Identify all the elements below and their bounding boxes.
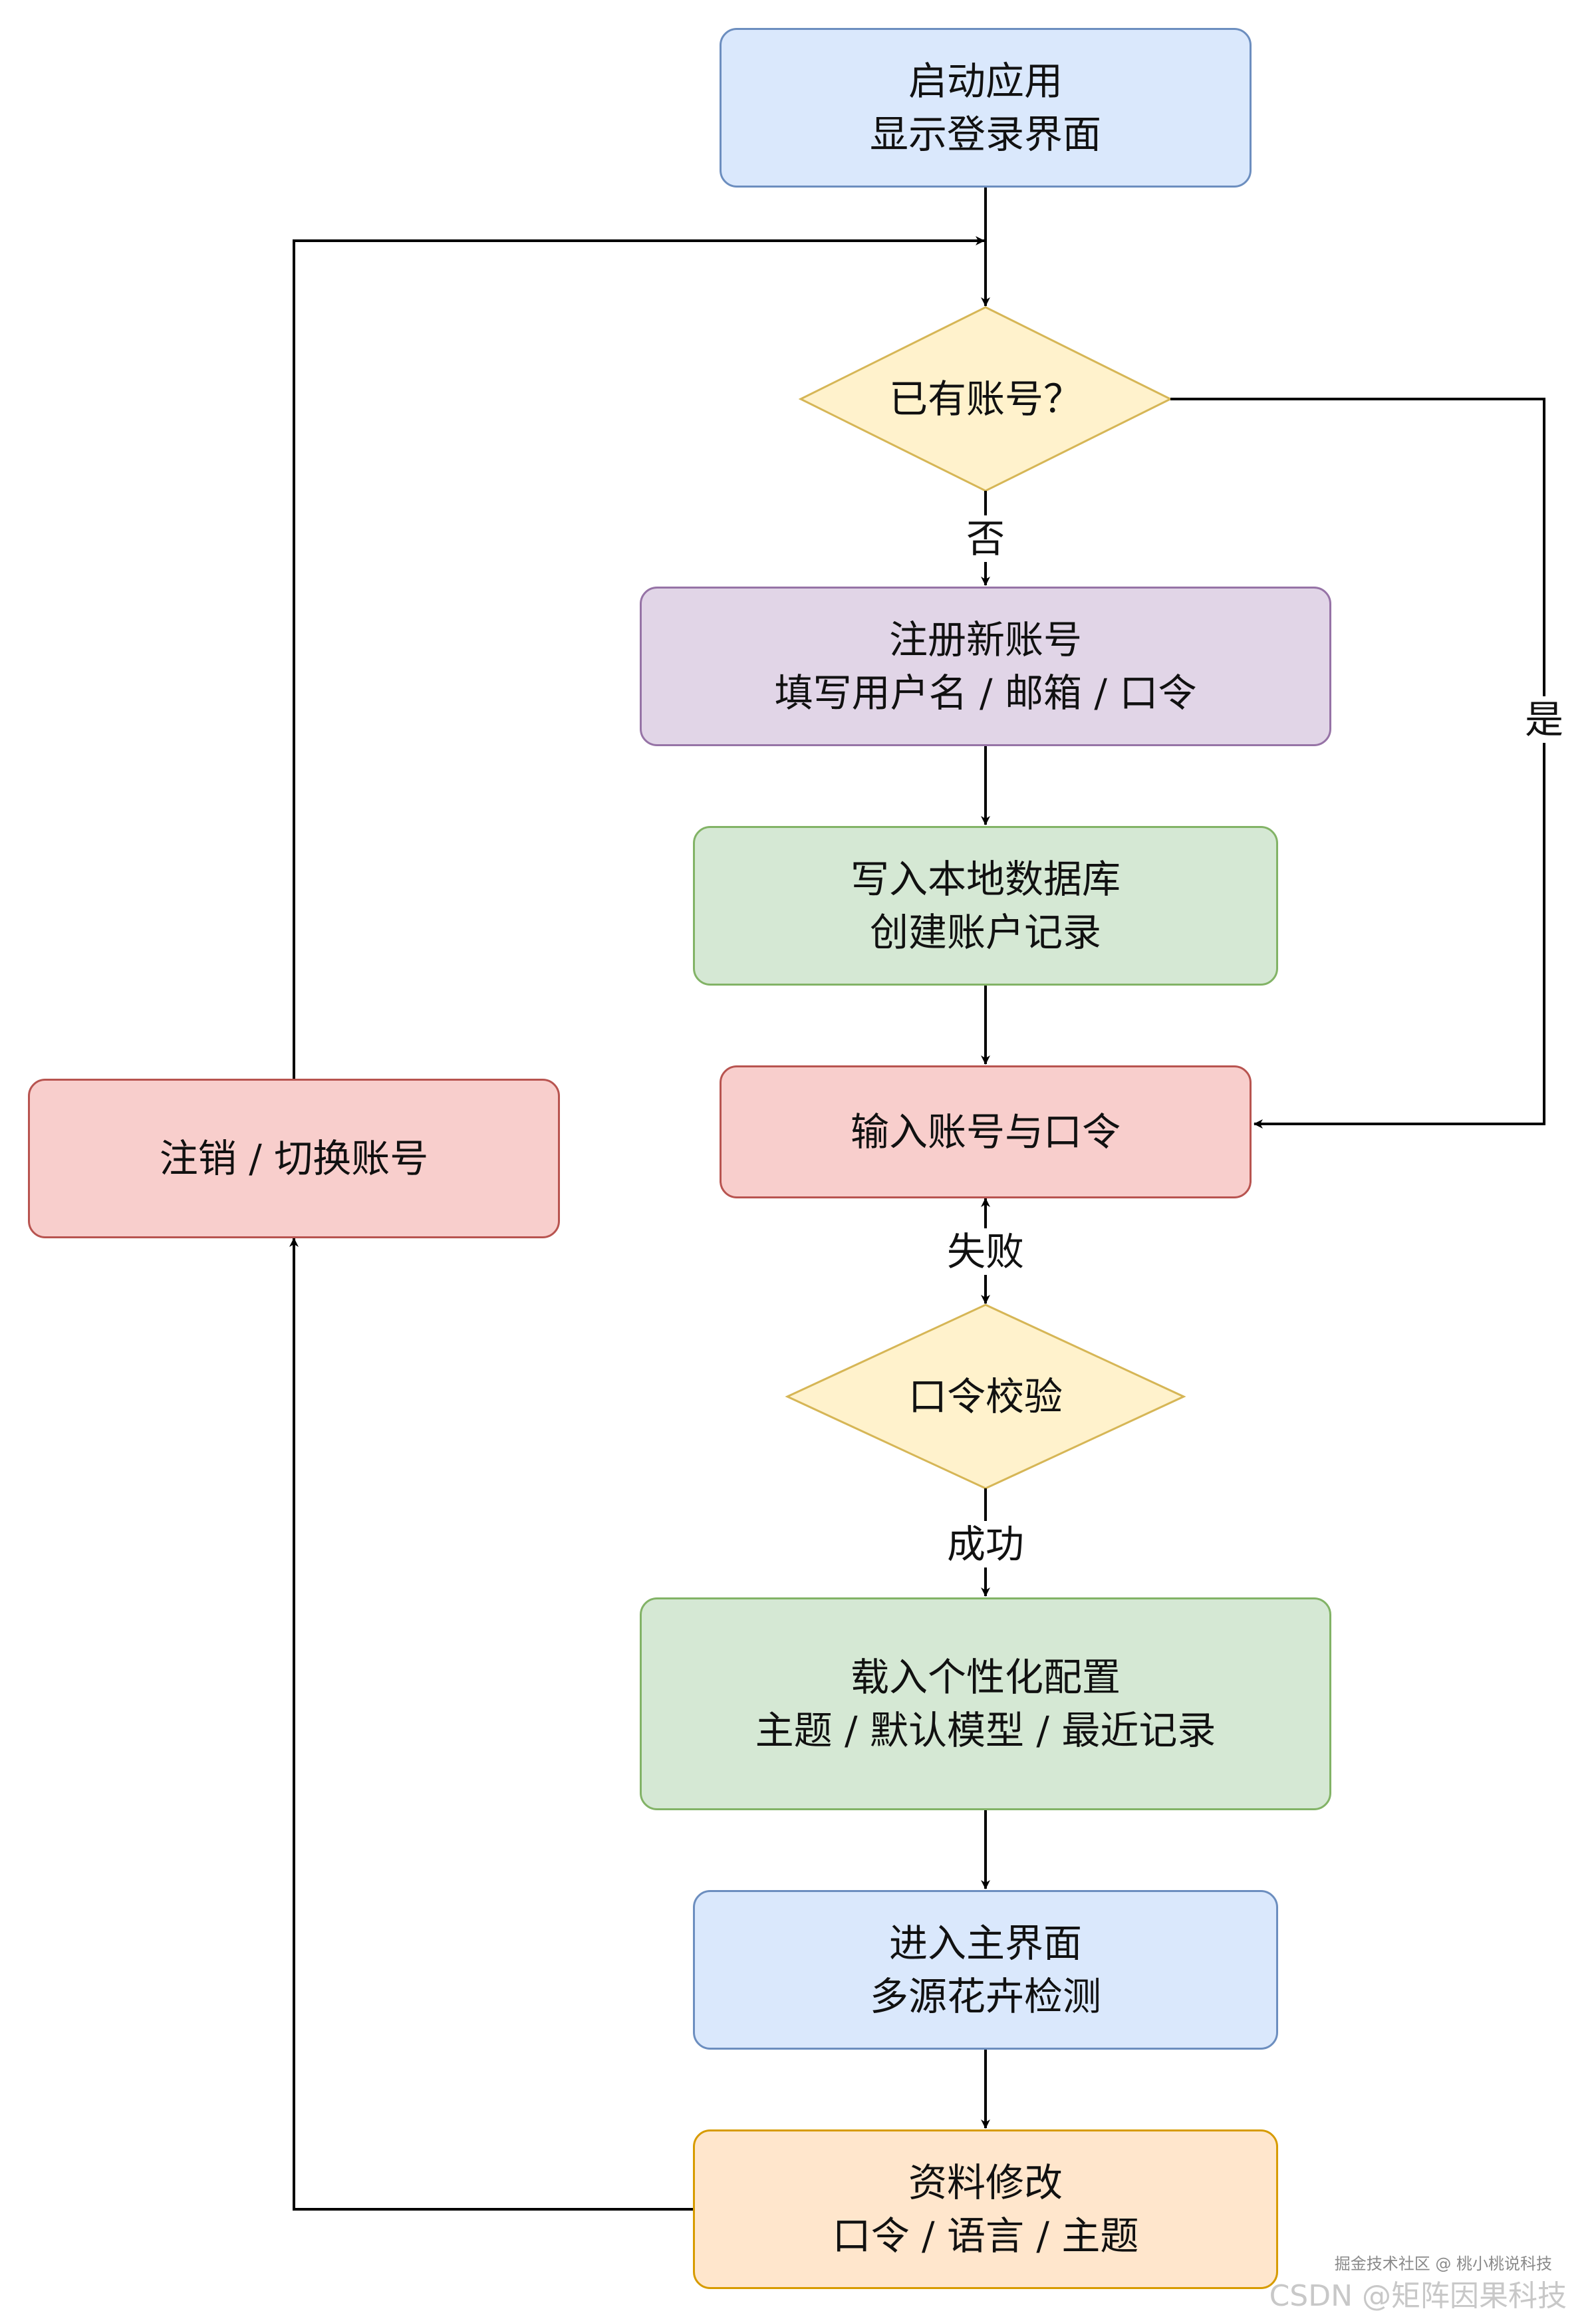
edge-logout-to-start: [293, 236, 985, 1079]
edge-profile-to-logout: [289, 1238, 693, 2211]
node-load-config-line1: 载入个性化配置: [850, 1655, 1121, 1700]
node-register-line1: 注册新账号: [888, 617, 1082, 662]
node-profile-edit-line2: 口令 / 语言 / 主题: [832, 2213, 1139, 2258]
edge-yes-to-input: [1170, 398, 1545, 1129]
node-register-line2: 填写用户名 / 邮箱 / 口令: [774, 670, 1197, 716]
node-start-line1: 启动应用: [908, 59, 1063, 104]
node-write-db-line1: 写入本地数据库: [850, 857, 1121, 902]
node-start: 启动应用 显示登录界面: [720, 28, 1252, 188]
decision-verify-label: 口令校验: [908, 1374, 1063, 1419]
edge-label-no: 否: [963, 515, 1008, 562]
node-logout: 注销 / 切换账号: [28, 1079, 560, 1238]
node-write-db: 写入本地数据库 创建账户记录: [693, 826, 1278, 986]
node-input-credentials: 输入账号与口令: [720, 1065, 1252, 1198]
node-input-credentials-text: 输入账号与口令: [850, 1109, 1121, 1155]
node-load-config-line2: 主题 / 默认模型 / 最近记录: [755, 1708, 1216, 1753]
node-start-line2: 显示登录界面: [869, 112, 1101, 157]
node-profile-edit-line1: 资料修改: [908, 2160, 1063, 2205]
node-register: 注册新账号 填写用户名 / 邮箱 / 口令: [640, 587, 1331, 746]
edge-label-success: 成功: [944, 1521, 1027, 1567]
decision-has-account-label: 已有账号？: [888, 376, 1082, 422]
edge-label-yes: 是: [1522, 696, 1567, 743]
node-main-ui: 进入主界面 多源花卉检测: [693, 1890, 1278, 2050]
watermark-csdn: CSDN @矩阵因果科技: [1269, 2279, 1567, 2313]
node-main-ui-line2: 多源花卉检测: [869, 1974, 1101, 2019]
node-load-config: 载入个性化配置 主题 / 默认模型 / 最近记录: [640, 1597, 1331, 1810]
node-logout-text: 注销 / 切换账号: [159, 1136, 429, 1181]
node-write-db-line2: 创建账户记录: [869, 910, 1101, 955]
watermark-juejin: 掘金技术社区 @ 桃小桃说科技: [1334, 2254, 1552, 2273]
node-profile-edit: 资料修改 口令 / 语言 / 主题: [693, 2129, 1278, 2289]
node-main-ui-line1: 进入主界面: [888, 1921, 1082, 1966]
edge-label-fail: 失败: [944, 1228, 1027, 1275]
